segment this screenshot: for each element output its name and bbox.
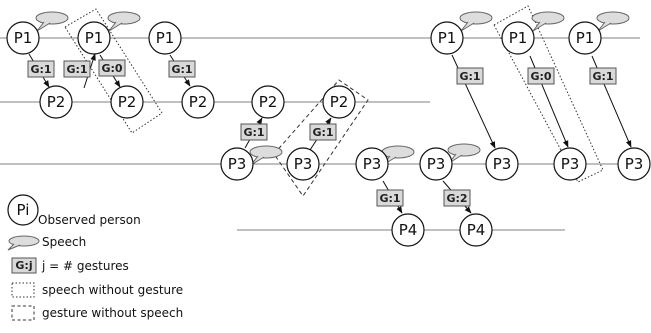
svg-text:P4: P4 — [467, 221, 486, 239]
speech-bubble-icon — [35, 11, 69, 32]
gesture-label: G:1 — [63, 60, 91, 78]
gesture-label: G:1 — [27, 60, 55, 78]
person-node: P3 — [355, 147, 389, 181]
svg-text:G:1: G:1 — [171, 63, 192, 76]
svg-text:P2: P2 — [259, 93, 278, 111]
svg-text:P2: P2 — [118, 93, 137, 111]
svg-text:G:1: G:1 — [66, 63, 87, 76]
svg-text:G:1: G:1 — [30, 63, 51, 76]
svg-text:G:0: G:0 — [530, 70, 551, 83]
svg-text:G:1: G:1 — [459, 70, 480, 83]
person-node: P2 — [181, 85, 215, 119]
speech-bubble-icon — [7, 235, 40, 251]
person-node: P1 — [430, 21, 464, 55]
gesture-label: G:1 — [240, 123, 268, 141]
svg-text:G:1: G:1 — [243, 126, 264, 139]
legend-gesture-item: G:j j = # gestures — [11, 257, 129, 274]
dashed-box-1 — [273, 79, 369, 197]
svg-text:G:1: G:1 — [312, 126, 333, 139]
svg-text:P1: P1 — [85, 29, 104, 47]
person-node: P3 — [485, 147, 519, 181]
speech-bubble-icon — [249, 145, 283, 166]
speech-bubble-icon — [596, 11, 630, 32]
svg-text:j = # gestures: j = # gestures — [41, 259, 129, 273]
speech-bubble-icon — [459, 11, 493, 32]
gesture-label: G:1 — [168, 60, 196, 78]
svg-text:P1: P1 — [576, 29, 595, 47]
person-node: P4 — [459, 213, 493, 247]
svg-text:Observed person: Observed person — [38, 213, 141, 227]
gesture-label: G:0 — [98, 59, 126, 77]
svg-text:P3: P3 — [493, 155, 512, 173]
svg-text:Speech: Speech — [42, 235, 86, 249]
person-node: P3 — [286, 147, 320, 181]
person-node: P1 — [501, 21, 535, 55]
person-node: P1 — [148, 21, 182, 55]
svg-text:P1: P1 — [438, 29, 457, 47]
speech-bubble-icon — [531, 11, 565, 32]
svg-text:P3: P3 — [561, 155, 580, 173]
svg-text:P2: P2 — [47, 93, 66, 111]
gesture-labels: G:1 G:1 G:0 G:1 G:1 G:1 G:1 G:1 G:0 G:1 … — [27, 59, 617, 207]
svg-text:Pi: Pi — [17, 201, 30, 219]
svg-text:P3: P3 — [228, 155, 247, 173]
svg-text:gesture without speech: gesture without speech — [42, 306, 183, 320]
svg-text:P3: P3 — [363, 155, 382, 173]
speech-bubble-icon — [447, 143, 481, 164]
legend-speech-item: Speech — [7, 235, 86, 251]
legend-node-item: Pi Observed person — [7, 194, 141, 227]
person-node: P3 — [419, 147, 453, 181]
svg-text:G:1: G:1 — [379, 192, 400, 205]
svg-text:P3: P3 — [294, 155, 313, 173]
svg-text:P2: P2 — [330, 93, 349, 111]
person-node: P3 — [617, 147, 651, 181]
gesture-label: G:0 — [527, 67, 555, 85]
svg-text:G:2: G:2 — [446, 192, 467, 205]
svg-text:P2: P2 — [189, 93, 208, 111]
svg-text:P1: P1 — [509, 29, 528, 47]
person-nodes: P1 P1 P1 P1 P1 P1 P2 P2 P2 P2 P2 P3 P3 P… — [6, 21, 651, 247]
gesture-label: G:1 — [456, 67, 484, 85]
gesture-label: G:1 — [309, 123, 337, 141]
svg-text:P3: P3 — [625, 155, 644, 173]
dotted-box-2 — [493, 5, 604, 183]
person-node: P4 — [391, 213, 425, 247]
person-node: P1 — [6, 21, 40, 55]
legend: Pi Observed person Speech G:j j = # gest… — [7, 194, 183, 321]
legend-dashed-item: gesture without speech — [11, 305, 183, 321]
person-node: P3 — [220, 147, 254, 181]
person-node: P2 — [110, 85, 144, 119]
svg-text:P1: P1 — [156, 29, 175, 47]
gesture-label: G:1 — [376, 189, 404, 207]
person-node: P2 — [251, 85, 285, 119]
svg-text:G:1: G:1 — [592, 70, 613, 83]
svg-text:P4: P4 — [399, 221, 418, 239]
svg-text:G:j: G:j — [15, 259, 32, 272]
person-node: P2 — [39, 85, 73, 119]
svg-text:P3: P3 — [427, 155, 446, 173]
svg-text:P1: P1 — [14, 29, 33, 47]
svg-text:speech without gesture: speech without gesture — [42, 283, 183, 297]
gesture-label: G:2 — [443, 189, 471, 207]
speech-bubbles — [35, 11, 630, 166]
person-node: P1 — [77, 21, 111, 55]
speech-bubble-icon — [107, 11, 141, 32]
person-node: P2 — [322, 85, 356, 119]
person-node: P3 — [553, 147, 587, 181]
groupings — [64, 5, 604, 197]
gesture-label: G:1 — [589, 67, 617, 85]
person-node: P1 — [568, 21, 602, 55]
svg-text:G:0: G:0 — [101, 62, 122, 75]
legend-dotted-item: speech without gesture — [11, 282, 183, 298]
